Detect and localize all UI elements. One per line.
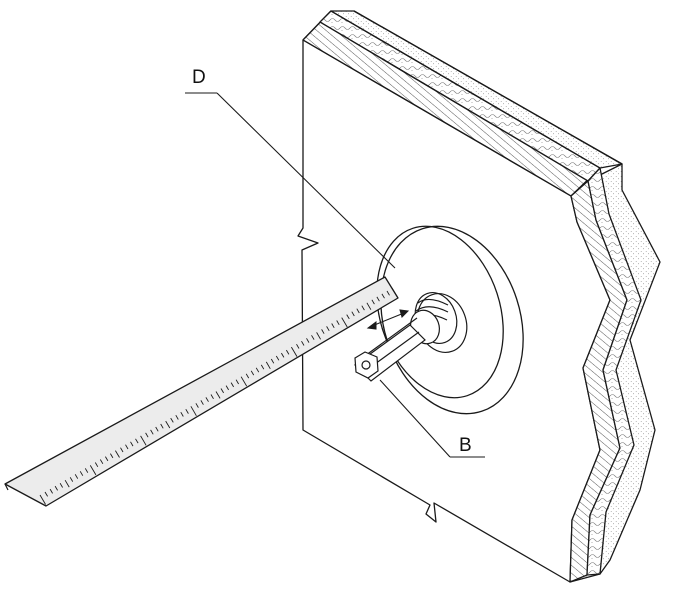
ruler-tick bbox=[265, 361, 271, 370]
ruler-tick bbox=[255, 367, 260, 373]
ruler-tick bbox=[250, 370, 255, 376]
leader-lines bbox=[185, 92, 485, 458]
ruler-tick bbox=[376, 296, 380, 302]
ruler-tick bbox=[316, 332, 321, 340]
ruler-tick bbox=[170, 417, 174, 423]
ruler-tick bbox=[286, 349, 290, 355]
ruler-tick bbox=[54, 485, 58, 491]
label-b: B bbox=[459, 435, 472, 456]
label-d: D bbox=[192, 67, 206, 88]
ruler-tick bbox=[391, 287, 398, 298]
ruler-tick bbox=[200, 400, 204, 405]
ruler-tick bbox=[190, 406, 197, 417]
ruler-tick bbox=[371, 299, 375, 305]
ruler-tick bbox=[260, 364, 265, 370]
ruler-tick bbox=[326, 326, 330, 332]
ruler bbox=[4, 276, 399, 507]
ruler-tick bbox=[64, 479, 70, 488]
ruler-tick bbox=[215, 391, 221, 399]
ruler-tick bbox=[235, 379, 239, 385]
ruler-tick bbox=[291, 346, 298, 357]
ruler-tick bbox=[105, 456, 109, 462]
ruler-tick bbox=[120, 447, 124, 453]
ruler-tick bbox=[74, 474, 79, 479]
ruler-tick bbox=[84, 468, 89, 473]
ruler-tick bbox=[160, 423, 164, 429]
ruler-tick bbox=[281, 352, 285, 358]
ruler-tick bbox=[135, 438, 139, 444]
ruler-tick bbox=[296, 343, 300, 349]
ruler-tick bbox=[306, 338, 310, 343]
ruler-tick bbox=[366, 302, 372, 310]
ruler-tick bbox=[331, 323, 335, 329]
hex-bolt-b bbox=[354, 317, 426, 382]
ruler-tick bbox=[275, 355, 280, 361]
ruler-tick bbox=[210, 394, 214, 400]
ruler-tick bbox=[175, 414, 179, 420]
ruler-tick bbox=[99, 459, 104, 465]
ruler-tick bbox=[130, 441, 134, 447]
ruler-tick bbox=[89, 465, 97, 476]
ruler-tick bbox=[49, 488, 53, 494]
ruler-tick bbox=[185, 408, 189, 414]
ruler-tick bbox=[321, 329, 325, 334]
ruler-tick bbox=[361, 305, 365, 311]
ruler-tick bbox=[79, 471, 84, 476]
ruler-tick bbox=[145, 432, 149, 438]
ruler-tick bbox=[44, 491, 48, 497]
ruler-tick bbox=[336, 320, 340, 326]
ruler-tick bbox=[230, 382, 234, 388]
ruler-tick bbox=[165, 420, 171, 429]
ruler-tick bbox=[356, 308, 360, 314]
ruler-tick bbox=[270, 358, 275, 364]
ruler-tick bbox=[351, 311, 355, 317]
ruler-tick bbox=[381, 293, 385, 299]
ruler-tick bbox=[150, 429, 154, 435]
ruler-tick bbox=[155, 426, 159, 432]
ruler-tick bbox=[346, 314, 350, 320]
ruler-tick bbox=[110, 453, 114, 459]
threaded-fitting bbox=[410, 292, 468, 353]
ruler-tick bbox=[220, 388, 224, 394]
ruler-ticks bbox=[39, 287, 398, 505]
ruler-tick bbox=[39, 494, 46, 505]
ruler-tick bbox=[240, 376, 248, 387]
ruler-tick bbox=[180, 411, 184, 417]
ruler-tick bbox=[125, 444, 129, 450]
wall-panel bbox=[297, 10, 661, 583]
ruler-tick bbox=[59, 482, 63, 488]
ruler-tick bbox=[225, 385, 229, 391]
ruler-tick bbox=[245, 373, 250, 379]
ruler-tick bbox=[115, 450, 120, 458]
ruler-tick bbox=[94, 462, 99, 468]
ruler-tick bbox=[205, 397, 209, 402]
ruler-tick bbox=[140, 435, 147, 446]
gap-dimension-arrow bbox=[366, 309, 410, 330]
ruler-tick bbox=[301, 340, 305, 346]
ruler-tick bbox=[69, 477, 74, 482]
ruler-tick bbox=[311, 335, 315, 340]
ruler-tick bbox=[386, 290, 390, 296]
ruler-tick bbox=[195, 403, 199, 408]
ruler-tick bbox=[341, 317, 348, 328]
